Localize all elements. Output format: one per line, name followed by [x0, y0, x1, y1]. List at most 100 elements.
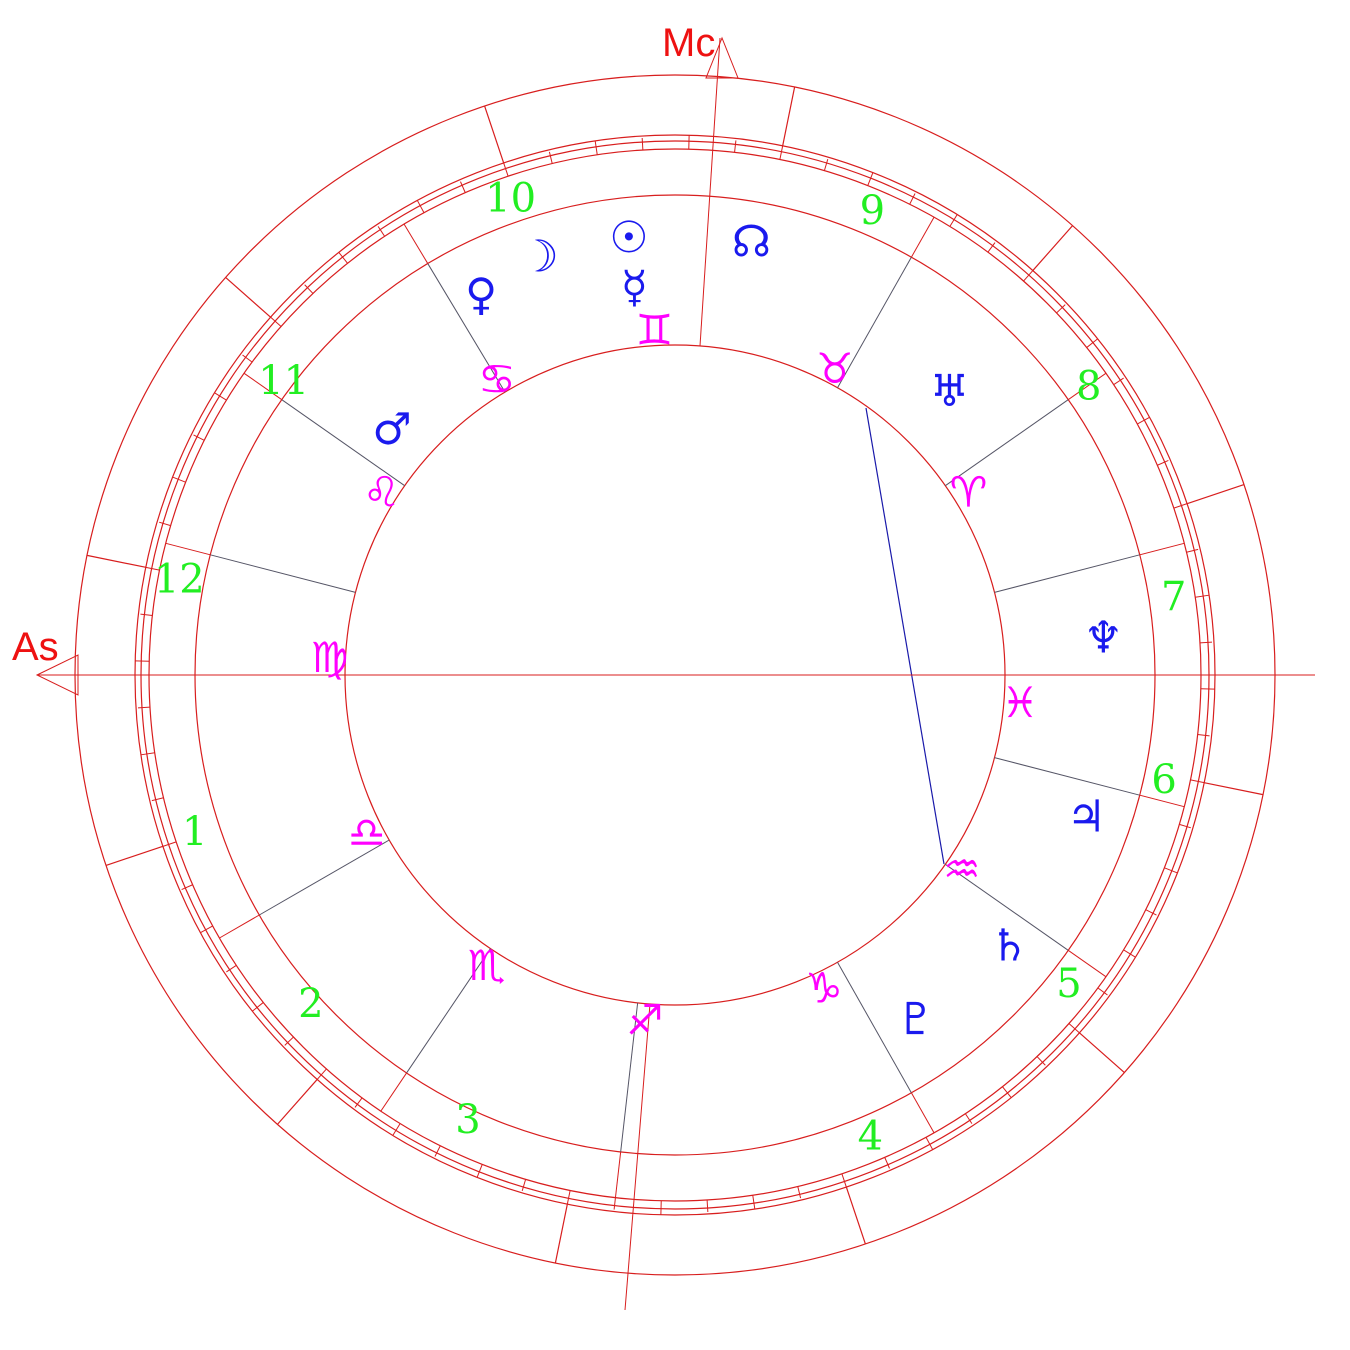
house-cusp-outer [1067, 949, 1107, 978]
degree-tick [304, 284, 314, 294]
house-cusp [837, 256, 912, 389]
degree-tick [181, 884, 193, 890]
house-cusp [945, 399, 1069, 487]
degree-tick [566, 1190, 571, 1205]
degree-tick [1056, 304, 1066, 314]
degree-tick [925, 1137, 934, 1150]
degree-tick [1157, 460, 1169, 466]
degree-tick [1186, 548, 1199, 553]
degree-ticks [135, 135, 1215, 1215]
degree-tick [1173, 503, 1188, 509]
degree-tick [1197, 734, 1210, 737]
midheaven-line [699, 37, 721, 347]
moon-icon: ☽ [519, 232, 558, 283]
midheaven-arrow [705, 36, 739, 79]
mars-icon: ♂ [372, 404, 411, 455]
house-number-11: 11 [258, 358, 309, 404]
degree-tick [594, 140, 598, 155]
degree-tick [392, 1123, 401, 1136]
house-cusp [406, 948, 491, 1074]
pluto-icon: ♇ [896, 994, 935, 1045]
house-number-2: 2 [298, 981, 323, 1027]
degree-tick [1068, 1023, 1080, 1034]
house-cusps [165, 216, 1185, 1198]
degree-tick [193, 434, 205, 441]
house-cusp [427, 263, 506, 393]
neptune-icon: ♆ [1084, 613, 1123, 664]
degree-tick [503, 162, 509, 177]
house-number-4: 4 [858, 1113, 883, 1159]
degree-tick [867, 172, 874, 186]
venus-icon: ♀ [465, 270, 497, 321]
house-cusp [259, 839, 390, 916]
degree-tick [706, 1199, 709, 1213]
house-cusp-outer [1067, 372, 1107, 401]
sign-capricorn-icon: ♑ [805, 963, 843, 1012]
degree-tick [226, 964, 237, 973]
degree-tick [779, 145, 784, 160]
sign-divider-9 [105, 845, 164, 866]
degree-tick [270, 316, 282, 327]
house-cusp-outer [910, 1092, 935, 1134]
house-number-8: 8 [1076, 363, 1101, 409]
degree-tick [434, 1145, 441, 1157]
degree-tick [521, 1179, 527, 1191]
degree-tick [613, 1197, 616, 1210]
degree-tick [242, 354, 253, 363]
degree-tick [159, 521, 171, 527]
aspect-lines [865, 407, 945, 865]
house-cusp [281, 399, 405, 487]
degree-tick [140, 752, 155, 756]
degree-tick [476, 1164, 483, 1178]
degree-tick [841, 1173, 847, 1188]
sign-pisces-icon: ♓ [1001, 678, 1039, 727]
house-cusp-outer [403, 223, 429, 264]
house-number-12: 12 [154, 557, 205, 603]
house-cusp [945, 863, 1069, 951]
degree-tick [1002, 1086, 1012, 1098]
planet-glyphs: ☉ ☽ ☿ ♀ ♂ ♃ ♄ ♅ ♆ ♇ ☊ [372, 212, 1123, 1045]
sign-divider-4 [1204, 782, 1264, 796]
degree-tick [252, 1002, 264, 1012]
chart-axes [35, 36, 1315, 1311]
degree-tick [1164, 867, 1178, 874]
degree-tick [909, 193, 916, 205]
imum-coeli-line [624, 1003, 651, 1311]
degree-tick [1137, 416, 1150, 425]
ascendant-label: As [12, 625, 59, 669]
degree-tick [200, 925, 213, 934]
degree-tick [823, 159, 829, 171]
house-cusp [210, 554, 356, 593]
sign-dividers [86, 86, 1264, 1264]
house-number-9: 9 [860, 188, 885, 234]
degree-tick [1097, 987, 1108, 996]
sign-divider-1 [782, 86, 796, 146]
degree-tick [1123, 949, 1136, 958]
sign-sagittarius-icon: ♐ [626, 996, 664, 1045]
house-cusp [837, 961, 912, 1094]
sign-divider-10 [86, 554, 146, 568]
degree-tick [377, 226, 386, 237]
house-cusp-outer [910, 216, 935, 258]
sign-divider-12 [484, 105, 505, 164]
degree-tick [316, 1068, 327, 1080]
house-number-3: 3 [455, 1097, 480, 1143]
sun-icon: ☉ [609, 212, 648, 263]
zodiac-sign-glyphs: ♊ ♉ ♈ ♓ ♒ ♑ ♐ ♏ ♎ ♍ ♌ ♋ [311, 306, 1039, 1045]
degree-tick [338, 252, 348, 264]
house-cusp [620, 1002, 639, 1152]
sign-divider-2 [1032, 225, 1074, 271]
degree-tick [162, 841, 177, 847]
degree-tick [964, 1113, 973, 1124]
sign-divider-3 [1186, 484, 1245, 505]
degree-tick [460, 181, 466, 193]
degree-tick [548, 151, 553, 164]
mercury-icon: ☿ [621, 262, 648, 313]
degree-tick [1145, 909, 1157, 916]
house-cusp-outer [219, 914, 260, 939]
degree-tick [949, 214, 958, 227]
degree-tick [1113, 377, 1124, 386]
house-number-1: 1 [182, 809, 207, 855]
degree-tick [1199, 641, 1213, 644]
